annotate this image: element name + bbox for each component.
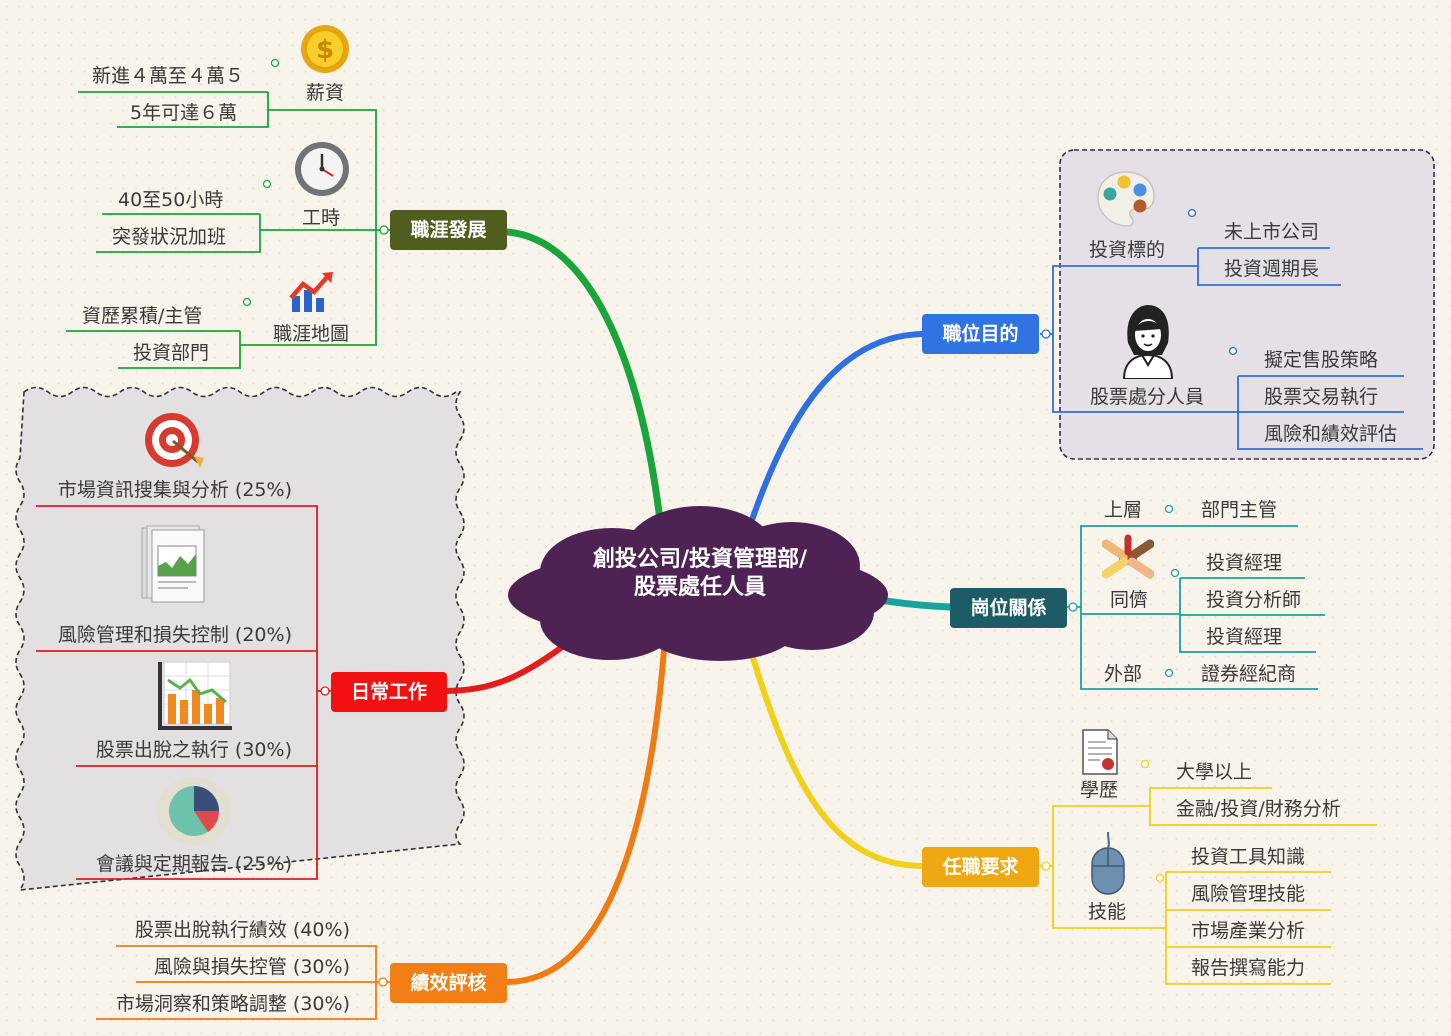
perf-item-1[interactable]: 股票出脫執行績效 (40%) [134,919,350,941]
leaf-education-1[interactable]: 大學以上 [1176,761,1253,783]
leaf-outer-1[interactable]: 證券經紀商 [1201,663,1297,685]
leaf-staff-1[interactable]: 擬定售股策略 [1264,349,1379,371]
leaf-upper-1[interactable]: 部門主管 [1201,499,1278,521]
subtopic-hours[interactable]: 工時 [301,207,340,229]
branch-daily[interactable]: 日常工作 [331,672,447,712]
bar-line-chart-icon [158,661,232,730]
leaf-invest-target-1[interactable]: 未上市公司 [1224,221,1320,243]
daily-task-4[interactable]: 會議與定期報告 (25%) [95,853,292,875]
daily-task-3[interactable]: 股票出脫之執行 (30%) [95,739,292,761]
leaf-education-2[interactable]: 金融/投資/財務分析 [1176,798,1341,820]
leaf-invest-target-2[interactable]: 投資週期長 [1224,258,1320,280]
pie-chart-icon [157,777,231,845]
purpose-boundary [1059,149,1435,460]
leaf-salary-1[interactable]: 新進４萬至４萬５ [92,65,245,87]
leaf-skill-3[interactable]: 市場產業分析 [1191,920,1306,942]
leaf-peer-3[interactable]: 投資經理 [1206,626,1283,648]
branch-purpose[interactable]: 職位目的 [922,314,1039,354]
leaf-career-map-2[interactable]: 投資部門 [133,342,210,364]
leaf-peer-2[interactable]: 投資分析師 [1206,589,1302,611]
branch-relation[interactable]: 崗位關係 [950,588,1067,628]
mouse-icon [1091,831,1125,895]
subtopic-skill[interactable]: 技能 [1087,901,1126,923]
coin-dollar-icon: $ [301,25,349,73]
central-topic[interactable]: 創投公司/投資管理部/ 股票處任人員 [560,546,840,602]
certificate-icon [1082,729,1118,775]
subtopic-education[interactable]: 學歷 [1079,779,1118,801]
leaf-hours-2[interactable]: 突發狀況加班 [112,226,227,248]
central-cloud [508,506,888,661]
branch-career[interactable]: 職涯發展 [390,210,507,250]
leaf-skill-1[interactable]: 投資工具知識 [1191,846,1306,868]
leaf-hours-1[interactable]: 40至50小時 [118,189,224,211]
leaf-staff-2[interactable]: 股票交易執行 [1264,386,1379,408]
subtopic-outer[interactable]: 外部 [1104,663,1143,685]
subtopic-peer[interactable]: 同儕 [1109,589,1148,611]
target-icon [145,413,204,468]
branch-require[interactable]: 任職要求 [922,847,1039,887]
perf-item-3[interactable]: 市場洞察和策略調整 (30%) [115,993,350,1015]
subtopic-stock-disposal-staff[interactable]: 股票處分人員 [1089,386,1204,408]
leaf-staff-3[interactable]: 風險和績效評估 [1264,423,1398,445]
branch-perf[interactable]: 績效評核 [390,963,507,1003]
leaf-skill-2[interactable]: 風險管理技能 [1191,883,1306,905]
report-chart-icon [141,525,205,603]
leaf-skill-4[interactable]: 報告撰寫能力 [1191,957,1306,979]
hands-together-icon [1102,534,1154,579]
subtopic-invest-target[interactable]: 投資標的 [1088,239,1165,261]
clock-icon [295,142,349,196]
subtopic-salary[interactable]: 薪資 [305,82,344,104]
chart-arrow-up-icon [289,272,333,312]
daily-work-boundary [15,386,465,891]
palette-icon [1097,171,1155,227]
woman-avatar-icon [1122,305,1174,379]
central-topic-line1: 創投公司/投資管理部/ [592,547,808,572]
svg-text:$: $ [316,35,334,65]
daily-task-1[interactable]: 市場資訊搜集與分析 (25%) [57,479,292,501]
leaf-career-map-1[interactable]: 資歷累積/主管 [82,305,203,327]
daily-task-2[interactable]: 風險管理和損失控制 (20%) [57,624,292,646]
leaf-salary-2[interactable]: 5年可達６萬 [130,102,238,124]
subtopic-upper[interactable]: 上層 [1104,499,1143,521]
perf-item-2[interactable]: 風險與損失控管 (30%) [153,956,350,978]
subtopic-career-map[interactable]: 職涯地圖 [272,323,349,345]
central-topic-line2: 股票處任人員 [633,575,766,600]
leaf-peer-1[interactable]: 投資經理 [1206,552,1283,574]
